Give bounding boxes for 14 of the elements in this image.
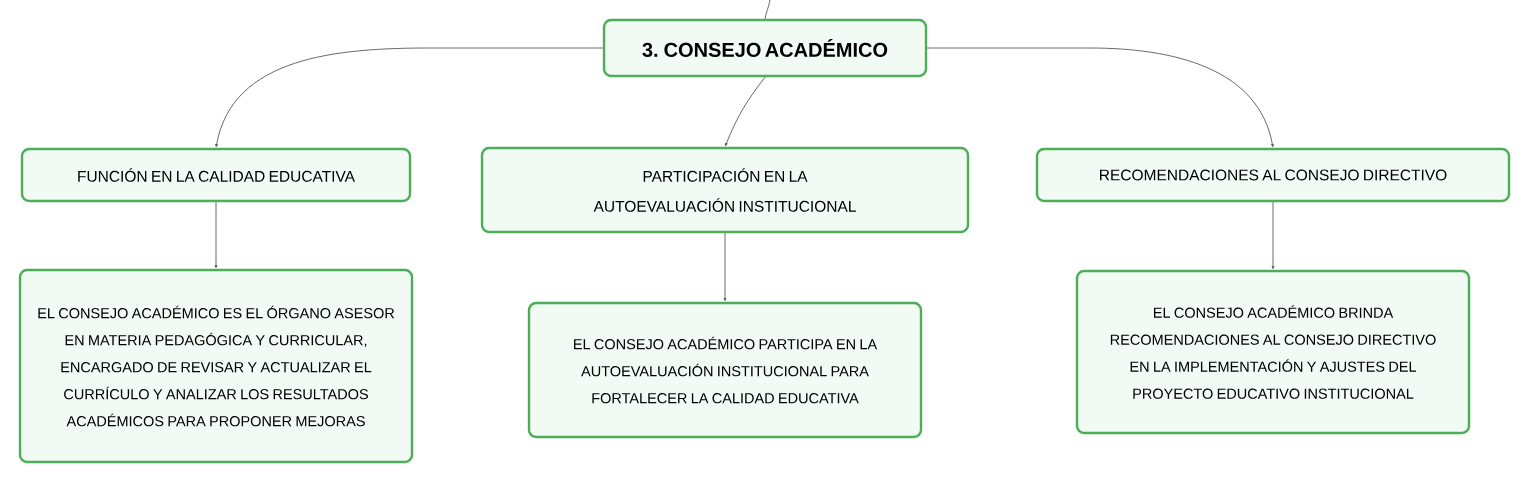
title-box: 3. CONSEJO ACADÉMICO (602, 18, 928, 78)
topic-box: PARTICIPACIÓN EN LA AUTOEVALUACIÓN INSTITUCIONAL (480, 146, 970, 234)
connector (926, 47, 1274, 148)
topic-box: EL CONSEJO ACADÉMICO ES EL ÓRGANO ASESOR EN MATERIA PEDAGÓGICA Y CURRICULAR, ENCARGADO DE REVISAR Y ACTUALIZAR EL CURRÍCULO Y ANALIZAR LOS RESULTADOS ACADÉMICOS PARA PROPONER MEJORAS (18, 268, 414, 464)
topic-box: FUNCIÓN EN LA CALIDAD EDUCATIVA (20, 147, 412, 203)
connector (723, 232, 727, 302)
connector (764, 0, 771, 20)
connector (215, 47, 604, 148)
connector (1271, 201, 1275, 270)
connector (725, 76, 766, 147)
topic-box: EL CONSEJO ACADÉMICO BRINDA RECOMENDACIONES AL CONSEJO DIRECTIVO EN LA IMPLEMENTACIÓN Y AJUSTES DEL PROYECTO EDUCATIVO INSTITUCIONAL (1075, 269, 1471, 435)
connector (214, 201, 218, 269)
topic-box: RECOMENDACIONES AL CONSEJO DIRECTIVO (1035, 147, 1511, 203)
topic-box: EL CONSEJO ACADÉMICO PARTICIPA EN LA AUTOEVALUACIÓN INSTITUCIONAL PARA FORTALECER LA CALIDAD EDUCATIVA (527, 301, 923, 439)
